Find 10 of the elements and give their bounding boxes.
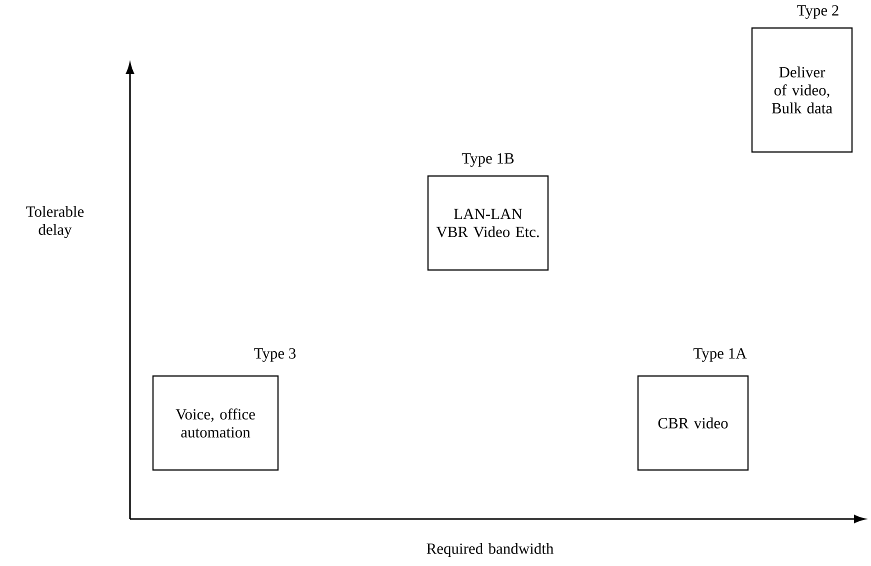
box-heading: Type 3 — [254, 348, 296, 362]
box-heading: Type 1A — [694, 348, 747, 362]
text-box: CBR video — [637, 375, 749, 471]
box-heading: Type 1B — [462, 153, 514, 167]
axis-label: Tolerable delay — [26, 206, 84, 238]
text-box: Deliver of video, Bulk data — [751, 27, 853, 153]
text-box: Voice, office automation — [152, 375, 279, 471]
box-heading: Type 2 — [797, 5, 838, 19]
text-box: LAN-LAN VBR Video Etc. — [427, 175, 549, 271]
axis-label: Required bandwidth — [426, 542, 554, 558]
